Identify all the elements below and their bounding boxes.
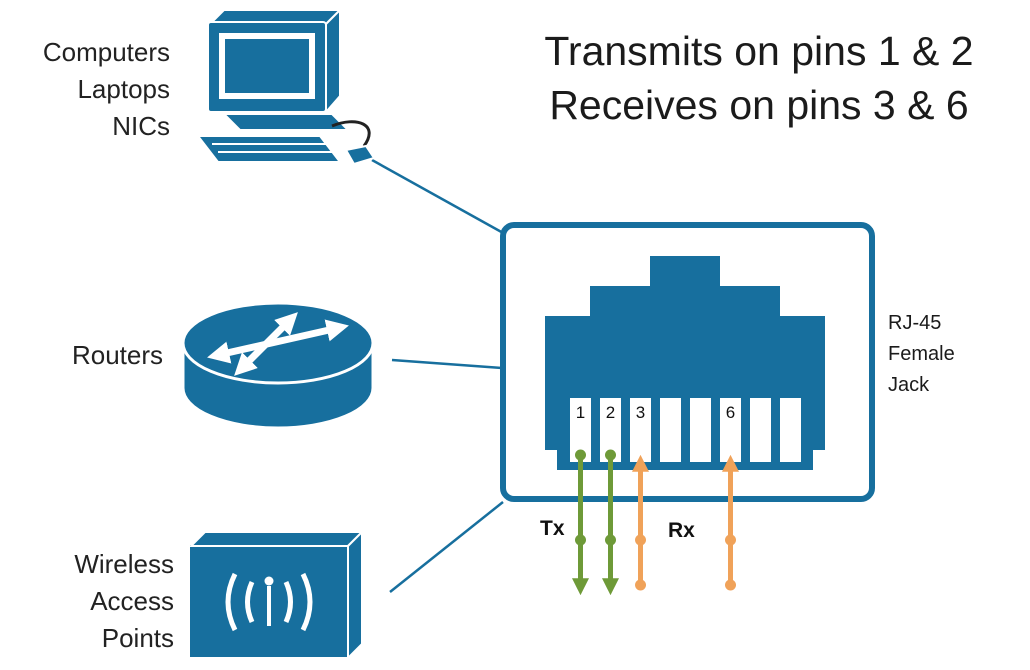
tx-label: Tx	[540, 517, 565, 540]
computers-label: Computers Laptops NICs	[18, 34, 170, 145]
pin-number: 6	[726, 403, 735, 422]
label-line: Routers	[71, 340, 163, 370]
routers-label: Routers	[48, 337, 163, 374]
pin-slot	[630, 398, 651, 462]
wireless-access-point-icon	[188, 529, 365, 661]
pin-slot	[780, 398, 801, 462]
label-line: Wireless	[74, 549, 174, 579]
monitor-base	[221, 113, 351, 131]
pin-slot	[570, 398, 591, 462]
rj45-jack-icon: 1 2 3 6	[545, 256, 825, 470]
mouse-cable	[331, 120, 371, 147]
keyboard	[195, 135, 343, 163]
router-arrow	[234, 312, 298, 376]
label-line: NICs	[112, 110, 170, 141]
diagram-title: Transmits on pins 1 & 2 Receives on pins…	[492, 24, 1026, 132]
mouse	[344, 144, 376, 166]
pin-slot	[660, 398, 681, 462]
computer-icon	[195, 7, 376, 166]
pin-slot	[600, 398, 621, 462]
rx-label: Rx	[668, 519, 695, 542]
pin-number: 1	[576, 403, 585, 422]
connector-computers-to-jack	[371, 158, 506, 236]
pin-number: 3	[636, 403, 645, 422]
signal-arrows: Tx Rx	[540, 449, 740, 596]
label-line: Laptops	[77, 73, 170, 104]
label-line: RJ-45	[888, 312, 942, 334]
label-line: Points	[101, 622, 174, 653]
jack-label: RJ-45 Female Jack	[888, 308, 955, 401]
label-line: Access	[90, 585, 174, 616]
router-icon	[181, 301, 375, 430]
connector-routers-to-jack	[391, 358, 503, 370]
title-line-1: Transmits on pins 1 & 2	[544, 28, 974, 74]
connector-wap-to-jack	[389, 501, 504, 593]
antenna-tip	[264, 576, 274, 586]
pin-slot	[690, 398, 711, 462]
wireless-access-points-label: Wireless Access Points	[52, 546, 174, 657]
pin-number: 2	[606, 403, 615, 422]
title-line-2: Receives on pins 3 & 6	[549, 82, 969, 129]
antenna-waves	[225, 572, 313, 632]
pin-slot	[750, 398, 771, 462]
label-line: Computers	[42, 37, 170, 67]
pin-slot	[720, 398, 741, 462]
label-line: Female	[888, 343, 955, 365]
label-line: Jack	[888, 374, 930, 396]
rj45-jack: 1 2 3 6	[500, 222, 875, 502]
